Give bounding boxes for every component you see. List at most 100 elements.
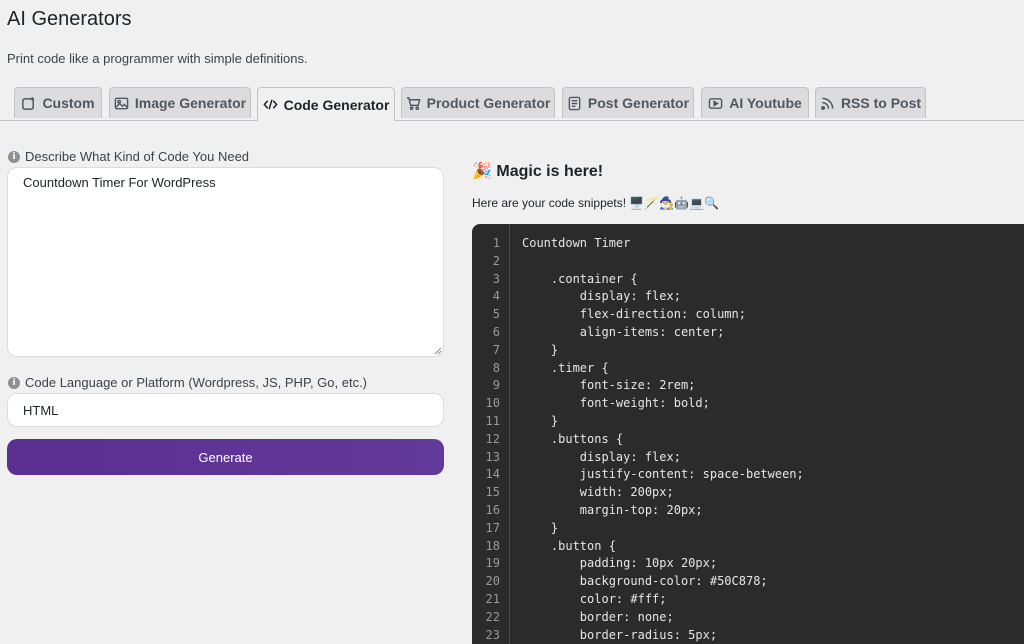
code-text: background-color: #50C878;: [522, 574, 768, 589]
code-line: 15 width: 200px;: [472, 484, 1024, 502]
rss-icon: [821, 97, 834, 110]
tab-product-generator[interactable]: Product Generator: [401, 87, 555, 118]
language-label: i Code Language or Platform (Wordpress, …: [8, 375, 367, 390]
describe-textarea[interactable]: [7, 167, 444, 357]
code-line: 9 font-size: 2rem;: [472, 377, 1024, 395]
code-text: .buttons {: [522, 431, 624, 446]
line-number: 16: [485, 502, 500, 517]
code-text: display: flex;: [522, 449, 681, 464]
line-number: 12: [485, 431, 500, 446]
code-line: 13 display: flex;: [472, 449, 1024, 467]
code-text: display: flex;: [522, 289, 681, 304]
tab-label: Product Generator: [426, 95, 551, 111]
code-text: }: [522, 413, 559, 428]
info-icon: i: [8, 150, 20, 163]
code-line: 3 .container {: [472, 271, 1024, 289]
party-popper-icon: 🎉: [472, 163, 492, 180]
code-line: 8 .timer {: [472, 360, 1024, 378]
cart-icon: [406, 96, 421, 110]
info-icon: i: [8, 376, 20, 389]
code-text: .button {: [522, 538, 616, 553]
code-text: font-weight: bold;: [522, 396, 710, 411]
line-number: 13: [485, 449, 500, 464]
document-icon: [568, 96, 581, 110]
line-number: 15: [485, 485, 500, 500]
code-line: 2: [472, 253, 1024, 271]
line-number: 4: [492, 289, 500, 304]
page-description: Print code like a programmer with simple…: [7, 51, 308, 66]
code-line: 16 margin-top: 20px;: [472, 502, 1024, 520]
code-line: 22 border: none;: [472, 609, 1024, 627]
describe-label: i Describe What Kind of Code You Need: [8, 149, 249, 164]
line-number: 23: [485, 627, 500, 642]
code-text: width: 200px;: [522, 485, 674, 500]
result-title: 🎉 Magic is here!: [472, 161, 603, 181]
code-text: align-items: center;: [522, 324, 725, 339]
code-text: flex-direction: column;: [522, 307, 746, 322]
result-subtitle: Here are your code snippets! 🖥️🪄🧙‍♂️🤖💻🔍: [472, 196, 720, 210]
code-line: 21 color: #fff;: [472, 591, 1024, 609]
code-text: .container {: [522, 271, 638, 286]
code-text: border-radius: 5px;: [522, 627, 718, 642]
code-text: justify-content: space-between;: [522, 467, 804, 482]
tab-image-generator[interactable]: Image Generator: [109, 87, 251, 118]
spark-square-icon: [22, 96, 35, 110]
code-text: padding: 10px 20px;: [522, 556, 718, 571]
line-number: 10: [485, 396, 500, 411]
line-number: 22: [485, 609, 500, 624]
code-line: 23 border-radius: 5px;: [472, 627, 1024, 644]
tab-bar: Custom Image Generator Code Generator Pr…: [0, 87, 1024, 121]
code-text: }: [522, 342, 559, 357]
line-number: 17: [485, 520, 500, 535]
language-input[interactable]: [7, 393, 444, 427]
code-line: 18 .button {: [472, 538, 1024, 556]
tab-rss-to-post[interactable]: RSS to Post: [815, 87, 926, 118]
code-line: 19 padding: 10px 20px;: [472, 555, 1024, 573]
line-number: 2: [492, 253, 500, 268]
line-number: 11: [485, 413, 500, 428]
code-text: border: none;: [522, 609, 674, 624]
play-icon: [708, 97, 723, 109]
line-number: 20: [485, 574, 500, 589]
code-line: 11 }: [472, 413, 1024, 431]
tab-label: Code Generator: [283, 96, 390, 113]
tab-label: Custom: [42, 95, 95, 111]
line-number: 7: [492, 342, 500, 357]
line-number: 9: [492, 378, 500, 393]
code-line: 12 .buttons {: [472, 431, 1024, 449]
tab-label: AI Youtube: [729, 95, 802, 111]
code-line: 4 display: flex;: [472, 288, 1024, 306]
tab-label: Post Generator: [587, 95, 690, 111]
tab-label: Image Generator: [134, 95, 247, 111]
line-number: 19: [485, 556, 500, 571]
code-text: margin-top: 20px;: [522, 502, 703, 517]
generate-button[interactable]: Generate: [7, 439, 444, 475]
language-label-text: Code Language or Platform (Wordpress, JS…: [25, 375, 368, 390]
code-text: .timer {: [522, 360, 609, 375]
line-number-gutter: [472, 224, 510, 644]
code-line: 14 justify-content: space-between;: [472, 466, 1024, 484]
line-number: 18: [485, 538, 500, 553]
line-number: 3: [492, 271, 500, 286]
tab-code-generator[interactable]: Code Generator: [257, 87, 395, 121]
tab-custom[interactable]: Custom: [14, 87, 102, 118]
tab-label: RSS to Post: [840, 95, 922, 111]
code-text: }: [522, 520, 559, 535]
line-number: 21: [485, 591, 500, 606]
tab-ai-youtube[interactable]: AI Youtube: [701, 87, 809, 118]
code-line: 6 align-items: center;: [472, 324, 1024, 342]
tab-post-generator[interactable]: Post Generator: [562, 87, 694, 118]
code-line: 10 font-weight: bold;: [472, 395, 1024, 413]
line-number: 5: [492, 307, 500, 322]
line-number: 14: [485, 467, 500, 482]
code-text: Countdown Timer: [522, 236, 631, 250]
describe-label-text: Describe What Kind of Code You Need: [25, 149, 250, 164]
code-line: 20 background-color: #50C878;: [472, 573, 1024, 591]
code-icon: [263, 99, 278, 110]
resize-grip-icon[interactable]: [434, 347, 442, 355]
line-number: 6: [492, 324, 500, 339]
code-line: 5 flex-direction: column;: [472, 306, 1024, 324]
page-title: AI Generators: [7, 8, 132, 30]
